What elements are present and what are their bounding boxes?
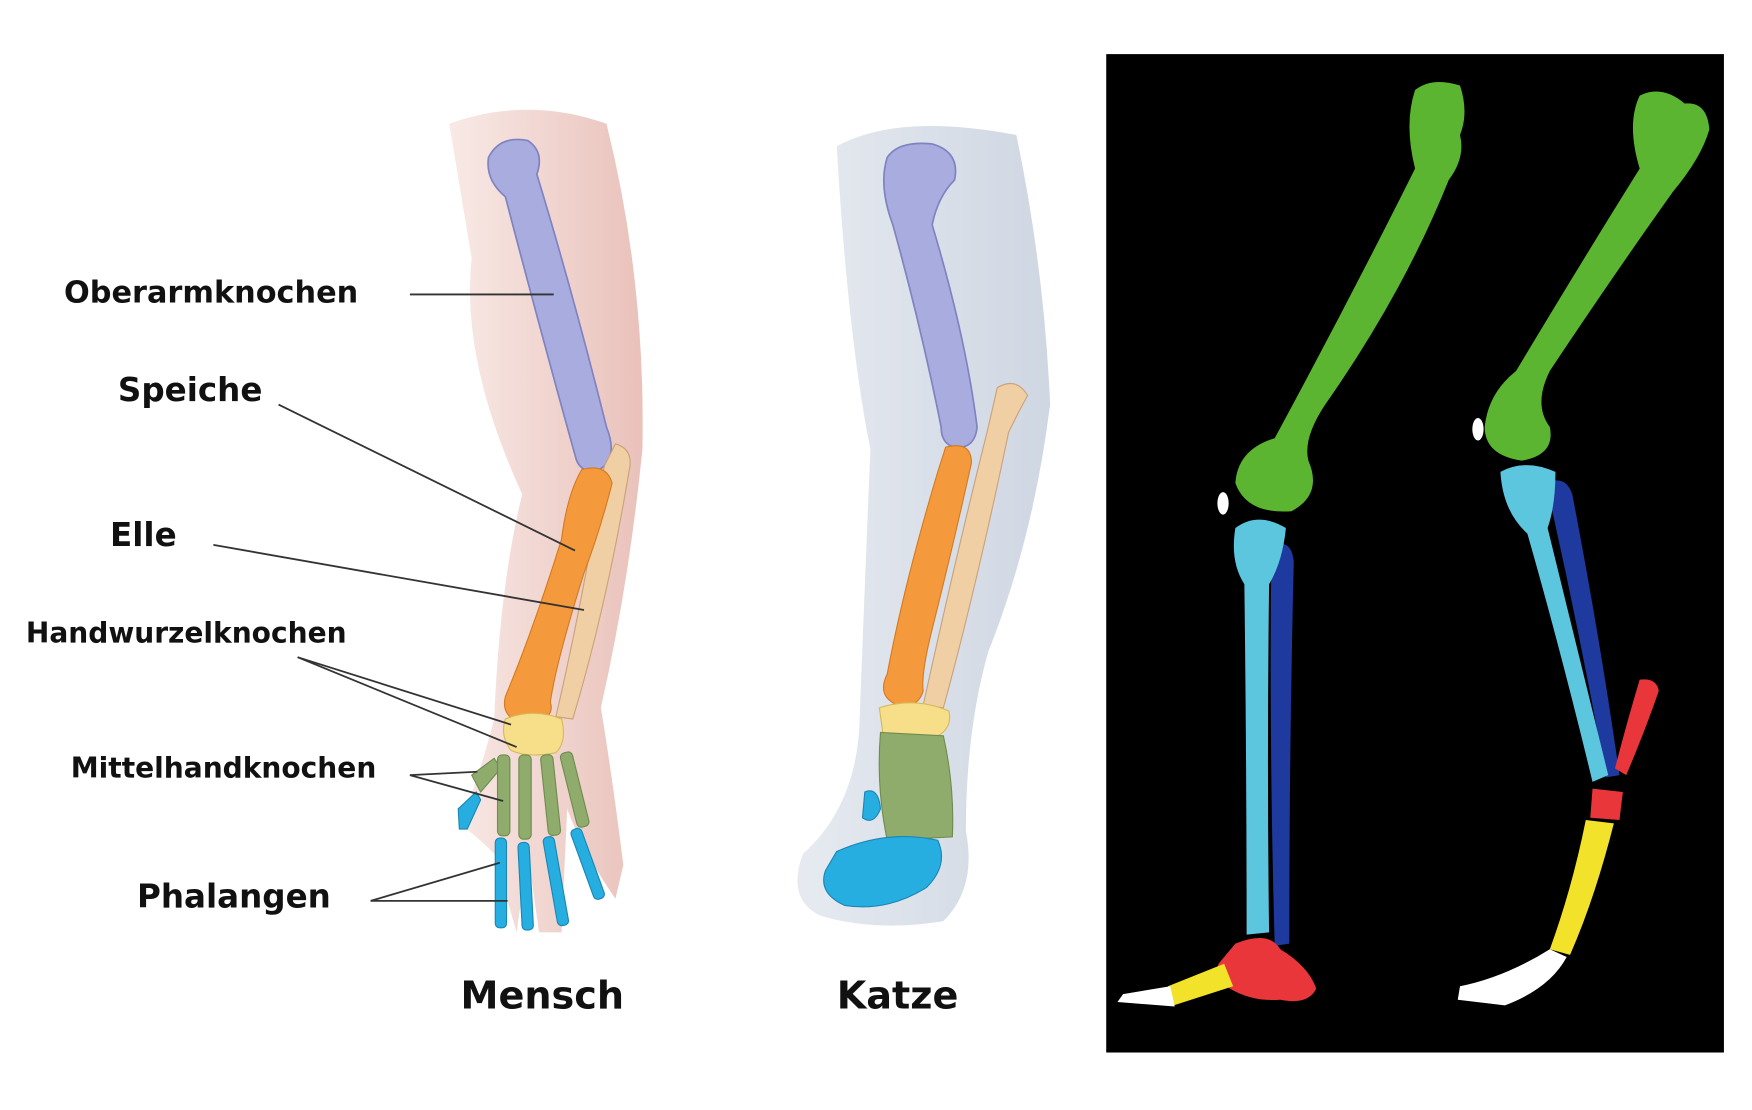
cat-phalanges: [823, 790, 943, 908]
pointer-carpals-1: [297, 656, 512, 726]
right-tibia: [1500, 465, 1609, 782]
pointer-carpals-2: [297, 656, 517, 748]
right-toes: [1457, 949, 1567, 1006]
cat-ulna: [922, 382, 1029, 709]
right-femur: [1484, 91, 1710, 461]
right-tarsals: [1590, 788, 1623, 821]
right-metatarsals: [1549, 820, 1614, 955]
left-femur: [1235, 81, 1465, 512]
cat-metacarpals: [878, 731, 954, 841]
human-metacarpals: [470, 751, 590, 840]
hindleg-panel: [1106, 54, 1724, 1053]
label-humerus: Oberarmknochen: [64, 275, 358, 310]
label-metacarpals: Mittelhandknochen: [71, 751, 377, 784]
pointer-metacarpals-1: [409, 770, 478, 777]
pointer-radius: [278, 403, 576, 552]
hindleg-left: [1117, 81, 1465, 1007]
caption-cat: Katze: [837, 975, 959, 1019]
pointer-lines: [213, 293, 585, 902]
label-carpals: Handwurzelknochen: [26, 617, 347, 650]
pointer-metacarpals-2: [409, 774, 504, 802]
right-patella: [1472, 417, 1484, 441]
caption-human: Mensch: [460, 975, 624, 1019]
left-fibula: [1270, 543, 1294, 946]
left-patella: [1217, 492, 1229, 515]
hindleg-right: [1457, 91, 1710, 1006]
left-metatarsals: [1168, 963, 1234, 1006]
right-fibula: [1549, 480, 1620, 778]
human-arm-skin: [449, 109, 643, 933]
human-carpals: [502, 712, 564, 756]
cat-leg: [797, 125, 1051, 926]
human-phalanges: [457, 791, 605, 931]
pointer-phalanges-1: [370, 861, 501, 902]
left-toes: [1117, 986, 1175, 1007]
label-ulna: Elle: [110, 516, 177, 554]
label-radius: Speiche: [118, 371, 263, 409]
pointer-ulna: [213, 544, 585, 611]
cat-humerus: [883, 142, 978, 449]
cat-radius: [882, 445, 973, 707]
human-arm: [449, 109, 643, 933]
left-tibia: [1233, 519, 1286, 935]
label-phalanges: Phalangen: [137, 878, 331, 916]
right-calcaneus: [1614, 679, 1659, 776]
left-tarsals: [1217, 938, 1317, 1002]
